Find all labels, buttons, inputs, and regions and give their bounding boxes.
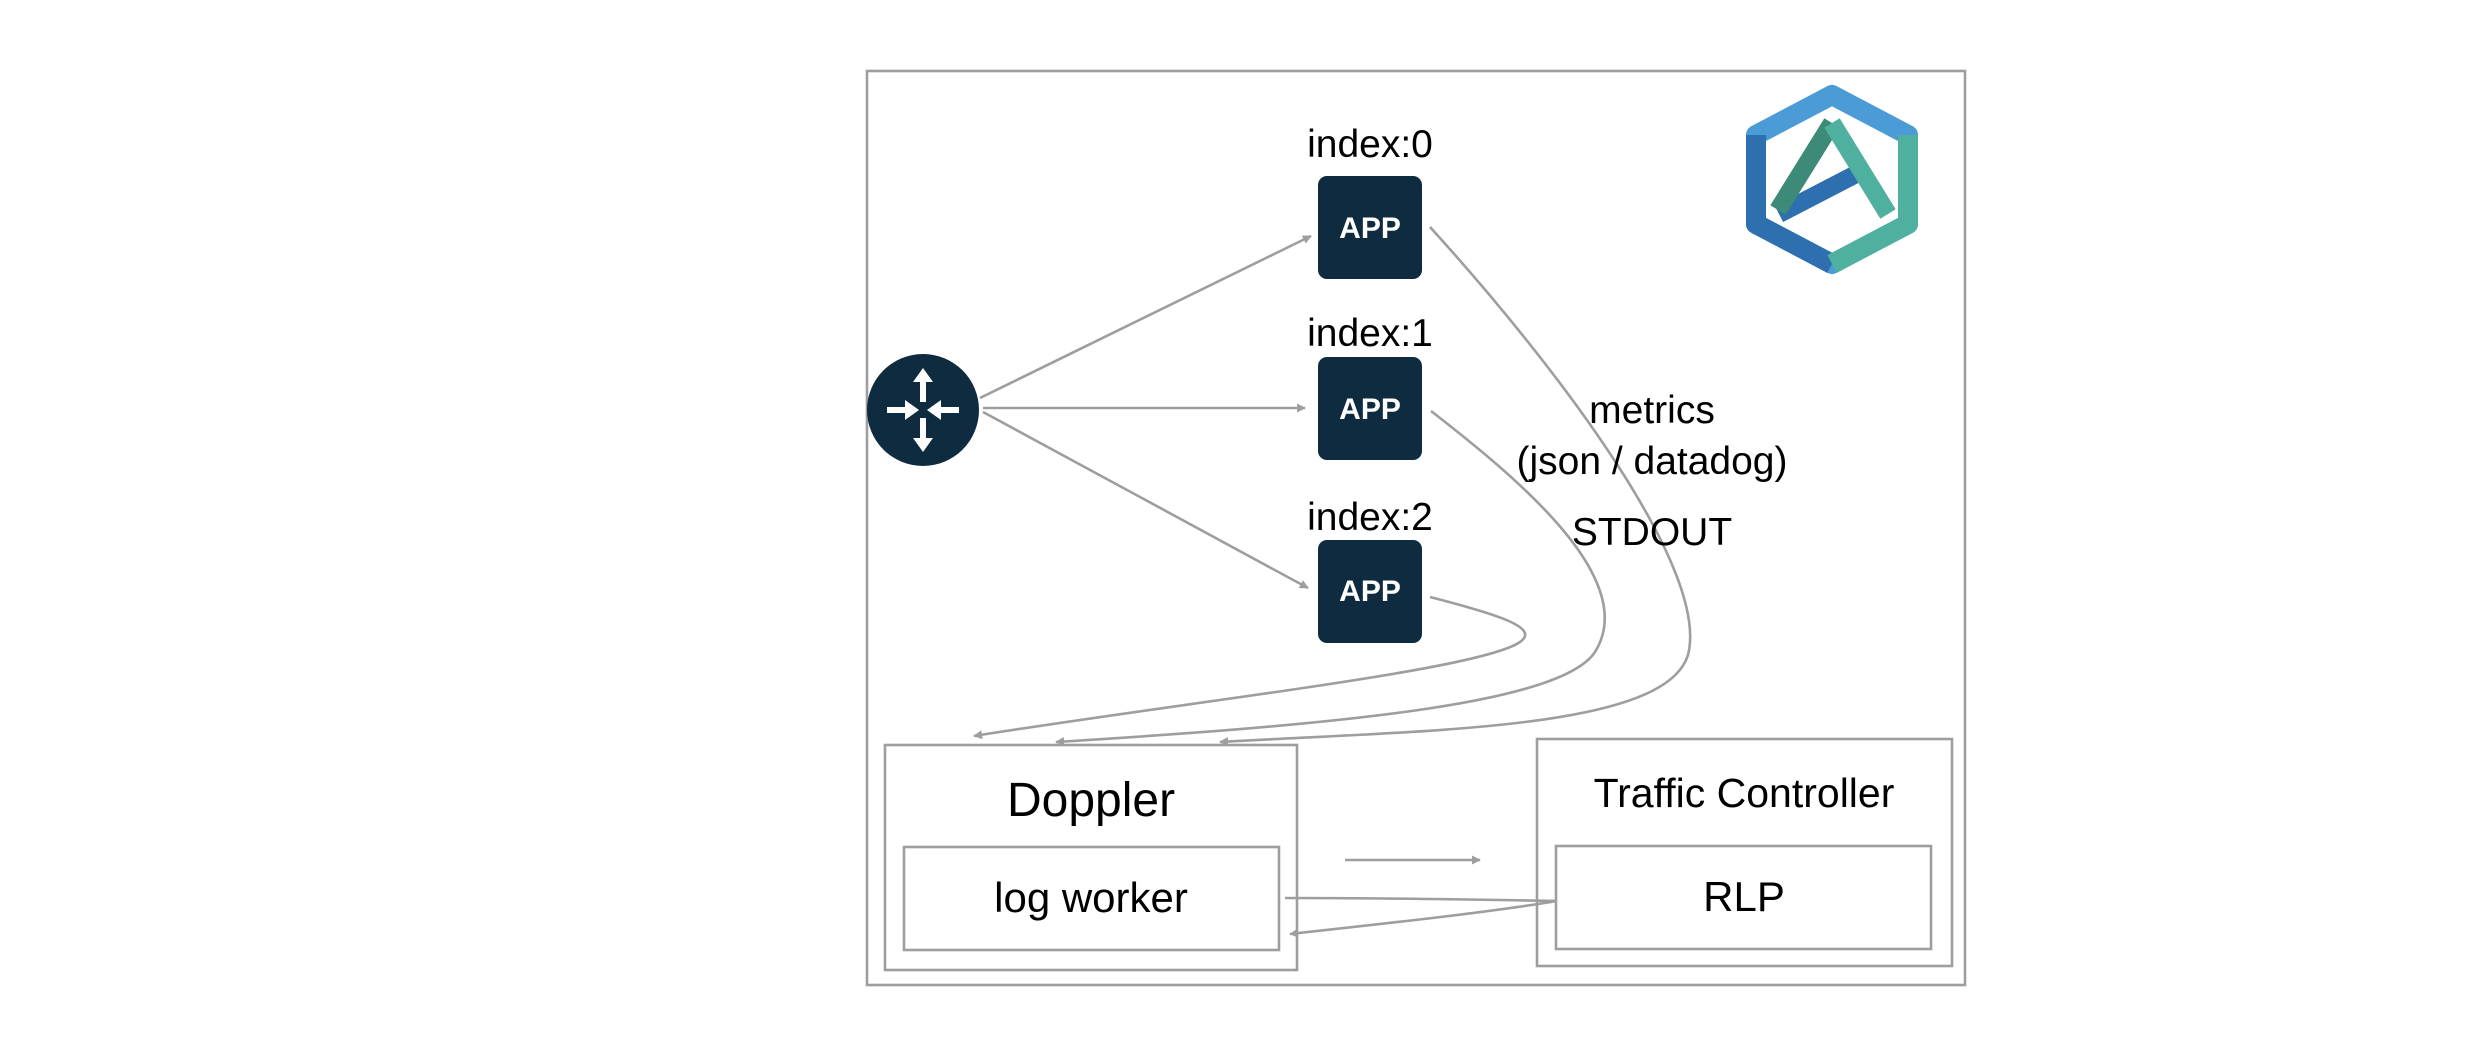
app-instance-1: index:1 APP xyxy=(1307,312,1433,460)
log-worker-box xyxy=(902,845,1281,952)
app-index-label: index:0 xyxy=(1307,123,1433,166)
traffic-controller-title: Traffic Controller xyxy=(1594,770,1895,816)
diagram-frame xyxy=(865,69,1967,987)
app-instance-2: index:2 APP xyxy=(1307,496,1433,643)
curve-app0-to-doppler xyxy=(1219,226,1692,747)
connector-log-worker-to-rlp xyxy=(1284,896,1558,903)
app-box xyxy=(1318,176,1422,279)
doppler-title: Doppler xyxy=(1007,774,1175,827)
curve-app1-to-doppler xyxy=(1055,409,1607,746)
app-index-label: index:2 xyxy=(1307,496,1433,539)
traffic-controller-component: Traffic Controller RLP xyxy=(1535,737,1954,968)
arrow-rlp-to-log-worker xyxy=(1289,899,1558,938)
arrow-router-app2 xyxy=(982,410,1309,590)
router-to-app-arrows xyxy=(979,234,1312,590)
curve-app2-to-doppler xyxy=(973,595,1527,740)
app-box xyxy=(1318,357,1422,460)
app-log-curves xyxy=(973,226,1692,747)
app-instance-0: index:0 APP xyxy=(1307,123,1433,279)
doppler-component: Doppler log worker xyxy=(883,743,1299,972)
log-worker-label: log worker xyxy=(994,874,1188,921)
app-label: APP xyxy=(1339,393,1401,426)
app-index-label: index:1 xyxy=(1307,312,1433,355)
metrics-label: metrics xyxy=(1589,389,1715,432)
router-icon xyxy=(867,354,979,466)
rlp-label: RLP xyxy=(1703,873,1785,920)
app-label: APP xyxy=(1339,575,1401,608)
app-box xyxy=(1318,540,1422,643)
app-label: APP xyxy=(1339,212,1401,245)
hexagon-logo-icon xyxy=(1746,85,1918,274)
arrow-router-app0 xyxy=(979,234,1312,400)
stdout-label: STDOUT xyxy=(1572,511,1732,554)
metrics-format-label: (json / datadog) xyxy=(1516,440,1787,483)
rlp-box xyxy=(1554,844,1933,951)
